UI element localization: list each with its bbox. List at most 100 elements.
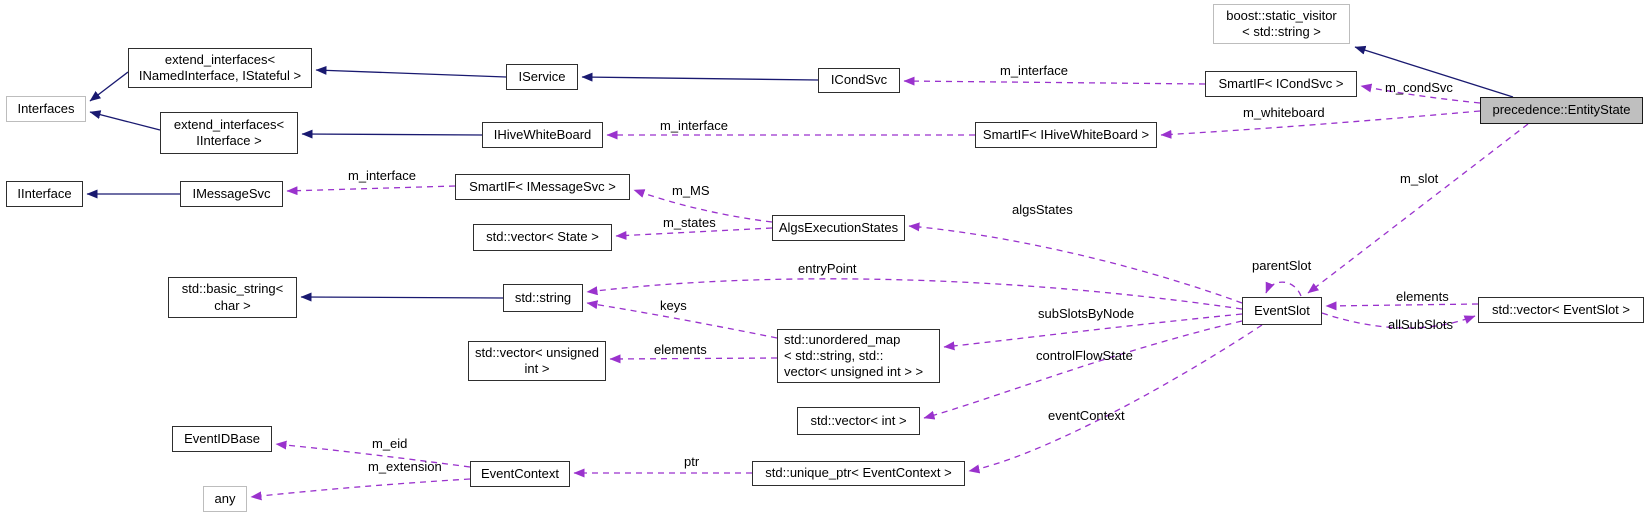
- edge-label-controlflowstate: controlFlowState: [1036, 348, 1133, 363]
- node-label: EventSlot: [1254, 302, 1310, 318]
- node-label: std::vector< unsigned int >: [475, 344, 599, 376]
- edge-stdstring-to-basicstring: [300, 292, 504, 302]
- node-label: std::vector< int >: [810, 412, 907, 428]
- node-extend-interfaces-inamed-istateful[interactable]: extend_interfaces< INamedInterface, ISta…: [128, 48, 312, 88]
- edge-label-m-interface-messagesvc: m_interface: [348, 168, 416, 183]
- node-label: IMessageSvc: [192, 185, 271, 201]
- node-label: std::unique_ptr< EventContext >: [765, 465, 952, 481]
- node-extend-interfaces-iinterface[interactable]: extend_interfaces< IInterface >: [160, 112, 298, 154]
- node-icondsvc[interactable]: ICondSvc: [818, 68, 900, 93]
- edge-label-parentslot: parentSlot: [1252, 258, 1312, 273]
- edge-label-m-ms: m_MS: [672, 183, 710, 198]
- edge-label-m-interface-condsvc: m_interface: [1000, 63, 1068, 78]
- edge-ihivewhiteboard-to-extend2: [301, 129, 483, 139]
- edge-label-m-slot: m_slot: [1400, 171, 1439, 186]
- node-label: std::vector< EventSlot >: [1491, 301, 1631, 317]
- node-label: any: [214, 490, 236, 506]
- node-label: AlgsExecutionStates: [778, 219, 899, 235]
- node-label: extend_interfaces< INamedInterface, ISta…: [138, 51, 302, 83]
- edge-label-m-condsvc: m_condSvc: [1385, 80, 1453, 95]
- edge-label-m-interface-whiteboard: m_interface: [660, 118, 728, 133]
- node-std-vector-eventslot[interactable]: std::vector< EventSlot >: [1478, 297, 1644, 323]
- node-label: IService: [518, 68, 566, 84]
- node-label: SmartIF< IHiveWhiteBoard >: [982, 126, 1150, 142]
- node-label: IHiveWhiteBoard: [493, 126, 592, 142]
- node-std-basic-string-char[interactable]: std::basic_string< char >: [168, 277, 297, 318]
- node-imessagesvc[interactable]: IMessageSvc: [180, 181, 283, 207]
- node-label: std::string: [514, 289, 572, 305]
- edge-m-extension: [250, 478, 471, 501]
- node-any[interactable]: any: [203, 486, 247, 512]
- node-ihivewhiteboard[interactable]: IHiveWhiteBoard: [482, 122, 603, 148]
- node-std-vector-int[interactable]: std::vector< int >: [797, 407, 920, 435]
- node-iservice[interactable]: IService: [506, 64, 578, 90]
- edge-algsstates: [908, 222, 1243, 304]
- edge-m-condsvc: [1360, 83, 1481, 104]
- node-label: EventContext: [480, 465, 560, 481]
- node-label: Interfaces: [17, 100, 75, 116]
- edge-label-keys: keys: [660, 298, 687, 313]
- node-std-unordered-map[interactable]: std::unordered_map < std::string, std:: …: [777, 329, 940, 383]
- node-label: boost::static_visitor < std::string >: [1226, 7, 1337, 39]
- edge-eventcontext: [968, 324, 1263, 474]
- node-smartif-ihivewhiteboard[interactable]: SmartIF< IHiveWhiteBoard >: [975, 122, 1157, 148]
- edge-label-elements-eventslot: elements: [1396, 289, 1449, 304]
- node-label: extend_interfaces< IInterface >: [173, 116, 285, 148]
- node-label: SmartIF< ICondSvc >: [1218, 75, 1344, 91]
- edge-subslotsbynode: [943, 313, 1243, 351]
- node-iinterface[interactable]: IInterface: [6, 181, 83, 207]
- edge-extend2-to-interfaces: [89, 110, 161, 131]
- edge-elements-eventslot: [1325, 301, 1479, 311]
- edge-m-states: [615, 227, 773, 240]
- edge-minterface-messagesvc: [286, 185, 456, 196]
- node-label: ICondSvc: [830, 72, 888, 88]
- edge-label-algsstates: algsStates: [1012, 202, 1073, 217]
- node-interfaces[interactable]: Interfaces: [6, 96, 86, 122]
- edge-label-ptr: ptr: [684, 454, 700, 469]
- edge-label-m-whiteboard: m_whiteboard: [1243, 105, 1325, 120]
- node-label: std::basic_string< char >: [181, 281, 284, 313]
- node-smartif-icondsvc[interactable]: SmartIF< ICondSvc >: [1205, 71, 1357, 97]
- edge-label-subslotsbynode: subSlotsByNode: [1038, 306, 1135, 321]
- node-label: EventIDBase: [184, 430, 260, 446]
- edge-label-m-extension: m_extension: [368, 459, 442, 474]
- node-std-vector-unsigned-int[interactable]: std::vector< unsigned int >: [468, 341, 606, 381]
- edge-entrypoint: [586, 278, 1243, 310]
- node-label: std::vector< State >: [486, 229, 599, 245]
- node-eventslot[interactable]: EventSlot: [1242, 297, 1322, 325]
- node-std-unique-ptr-eventcontext[interactable]: std::unique_ptr< EventContext >: [752, 461, 965, 486]
- node-label: SmartIF< IMessageSvc >: [469, 178, 616, 194]
- node-eventcontext[interactable]: EventContext: [470, 461, 570, 487]
- node-eventidbase[interactable]: EventIDBase: [172, 426, 272, 452]
- node-std-vector-state[interactable]: std::vector< State >: [473, 224, 612, 251]
- node-std-string[interactable]: std::string: [503, 284, 583, 312]
- edge-m-ms: [633, 189, 773, 223]
- node-smartif-imessagesvc[interactable]: SmartIF< IMessageSvc >: [455, 174, 630, 200]
- edge-controlflowstate: [923, 320, 1243, 420]
- edge-label-m-states: m_states: [663, 215, 716, 230]
- node-algsexecutionstates[interactable]: AlgsExecutionStates: [772, 215, 905, 241]
- edge-parentslot-loop: [1265, 281, 1302, 297]
- edge-m-whiteboard: [1160, 110, 1481, 139]
- edge-label-eventcontext: eventContext: [1048, 408, 1125, 423]
- node-label: IInterface: [17, 185, 72, 201]
- edge-label-m-eid: m_eid: [372, 436, 408, 451]
- node-label: std::unordered_map < std::string, std:: …: [784, 331, 924, 380]
- edge-icondsvc-to-iservice: [581, 72, 819, 82]
- edge-allsubslots: [1321, 312, 1476, 329]
- edge-label-elements-uint: elements: [654, 342, 707, 357]
- node-precedence-entitystate[interactable]: precedence::EntityState: [1480, 97, 1643, 124]
- node-boost-static-visitor[interactable]: boost::static_visitor < std::string >: [1213, 4, 1350, 44]
- node-label: precedence::EntityState: [1492, 102, 1631, 118]
- edge-label-entrypoint: entryPoint: [798, 261, 857, 276]
- edge-keys: [586, 300, 778, 339]
- edge-extend1-to-interfaces: [89, 71, 129, 102]
- edge-m-eid: [275, 440, 471, 468]
- edge-m-slot: [1307, 123, 1529, 294]
- edge-entitystate-to-boost: [1354, 45, 1514, 98]
- edge-label-allsubslots: allSubSlots: [1388, 317, 1454, 332]
- edge-minterface-condsvc: [903, 76, 1206, 86]
- edge-elements-uint: [609, 354, 778, 364]
